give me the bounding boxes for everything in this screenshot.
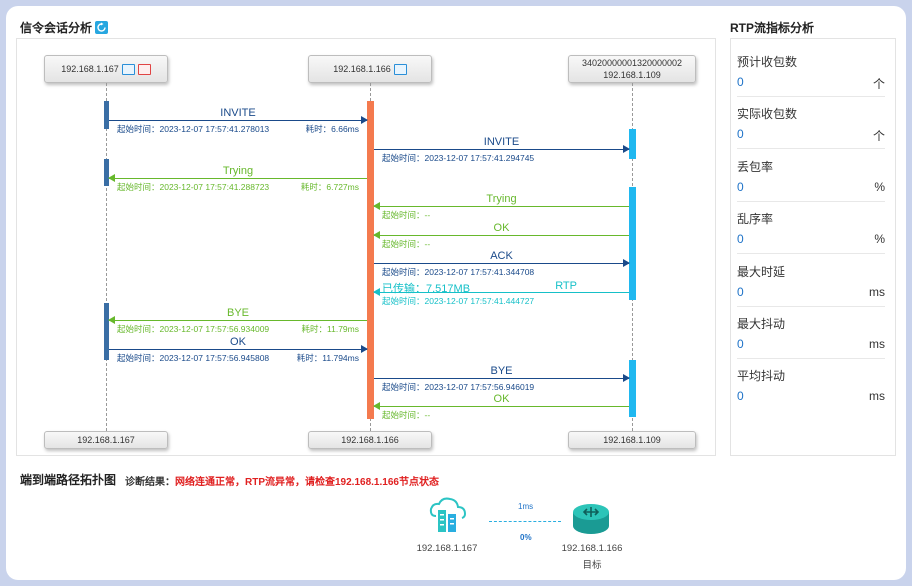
link-line [489, 521, 561, 522]
sequence-diagram-panel: 192.168.1.167 192.168.1.166 340200000013… [16, 38, 716, 456]
monitor-icon [393, 63, 407, 75]
metric-packet-loss: 丢包率 0 % [737, 150, 885, 202]
activation-a-3 [104, 303, 109, 360]
node-a-top[interactable]: 192.168.1.167 [44, 55, 168, 83]
diagnosis: 诊断结果：网络连通正常，RTP流异常，请检查192.168.1.166节点状态 [125, 477, 439, 488]
link-loss: 0% [520, 533, 532, 542]
link-latency: 1ms [518, 502, 534, 511]
lifeline-a [106, 83, 107, 431]
target-ip: 192.168.1.166 [561, 543, 623, 554]
activation-b [367, 101, 374, 419]
server-cloud-icon[interactable] [426, 496, 470, 536]
metric-avg-jitter: 平均抖动 0 ms [737, 369, 885, 403]
node-b-bottom[interactable]: 192.168.1.166 [308, 431, 432, 449]
diagnosis-result: 网络连通正常，RTP流异常，请检查192.168.1.166节点状态 [175, 477, 439, 488]
activation-c-2 [629, 187, 636, 300]
metric-max-latency: 最大时延 0 ms [737, 255, 885, 307]
node-b-top[interactable]: 192.168.1.166 [308, 55, 432, 83]
activation-c-3 [629, 360, 636, 417]
source-ip: 192.168.1.167 [416, 543, 478, 554]
node-a-bottom[interactable]: 192.168.1.167 [44, 431, 168, 449]
activation-a-2 [104, 159, 109, 186]
laptop-icon [137, 63, 151, 75]
node-c-top[interactable]: 34020000001320000002 192.168.1.109 [568, 55, 696, 83]
metric-max-jitter: 最大抖动 0 ms [737, 307, 885, 359]
rtp-title: RTP流指标分析 [730, 21, 815, 35]
monitor-icon [121, 63, 135, 75]
metric-out-of-order: 乱序率 0 % [737, 202, 885, 254]
router-icon[interactable] [571, 500, 611, 536]
activation-a-1 [104, 101, 109, 129]
refresh-icon[interactable] [95, 21, 109, 34]
rtp-metrics-panel: 预计收包数 0 个 实际收包数 0 个 丢包率 0 % 乱序率 0 % 最大时延… [730, 38, 896, 456]
activation-c-1 [629, 129, 636, 159]
metric-actual-packets: 实际收包数 0 个 [737, 97, 885, 149]
node-c-bottom[interactable]: 192.168.1.109 [568, 431, 696, 449]
target-role: 目标 [582, 560, 602, 571]
metric-expected-packets: 预计收包数 0 个 [737, 45, 885, 97]
topology-title: 端到端路径拓扑图 [20, 473, 117, 487]
signaling-title: 信令会话分析 [20, 19, 109, 36]
